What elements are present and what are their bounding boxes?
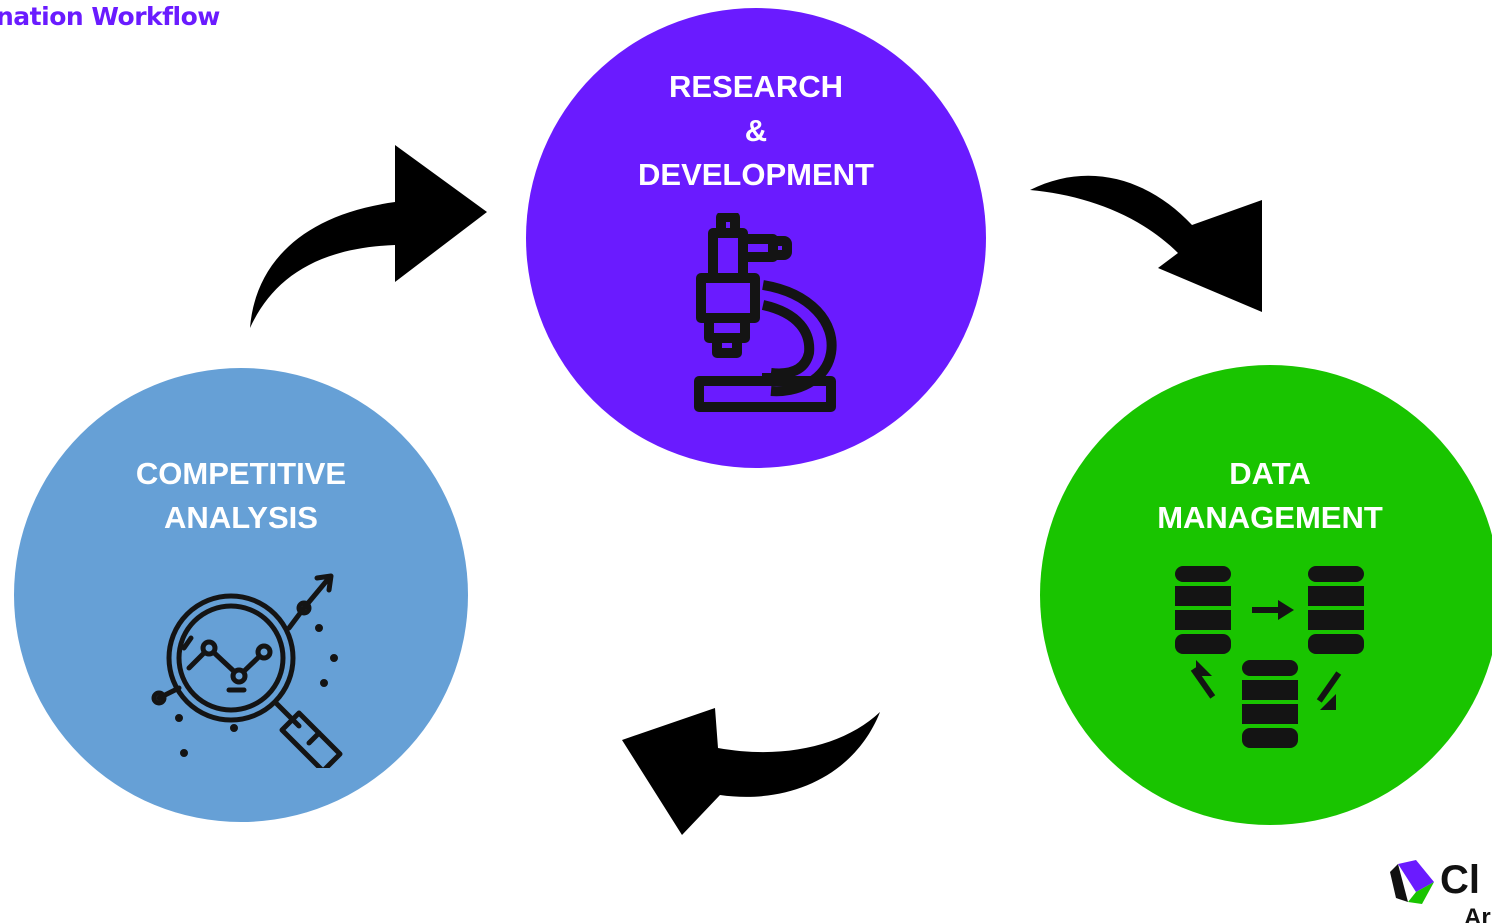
logo-mark-icon [1390, 860, 1434, 904]
arrow-data-to-competitive [622, 708, 880, 835]
node-competitive-line1: COMPETITIVE [135, 456, 347, 491]
arrow-research-to-data [1030, 175, 1262, 312]
node-competitive-analysis: COMPETITIVE ANALYSIS [14, 368, 468, 822]
node-data-management: DATA MANAGEMENT [1040, 365, 1492, 825]
microscope-icon [694, 213, 837, 412]
node-competitive-line2: ANALYSIS [164, 500, 318, 535]
node-data-line1: DATA [1229, 456, 1311, 491]
brand-logo: Cl Ar [1386, 852, 1492, 923]
magnifier-analytics-icon [151, 573, 343, 768]
node-data-line2: MANAGEMENT [1157, 500, 1383, 535]
database-transfer-icon [1175, 566, 1364, 748]
logo-text: Cl [1440, 858, 1480, 902]
node-research-development: RESEARCH & DEVELOPMENT [526, 8, 986, 468]
logo-subtext: Ar [1464, 904, 1491, 923]
node-research-line1: RESEARCH [669, 69, 843, 104]
page-title: nation Workflow [0, 2, 220, 31]
node-research-line2: & [744, 113, 768, 148]
arrow-competitive-to-research [250, 145, 487, 328]
node-research-line3: DEVELOPMENT [638, 157, 874, 192]
